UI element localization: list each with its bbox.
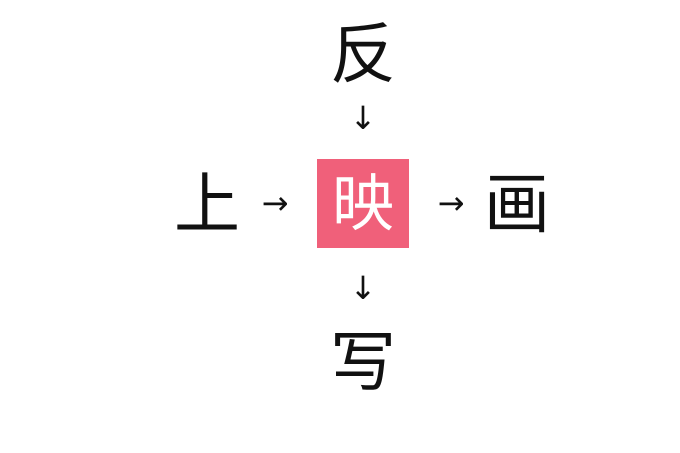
kanji-bottom: 写 [330, 324, 396, 401]
arrow-down-bottom: ↓ [349, 269, 377, 307]
arrow-right-right: → [437, 184, 465, 222]
kanji-left: 上 [174, 166, 240, 243]
kanji-right: 画 [484, 166, 550, 243]
arrow-right-left: → [261, 184, 289, 222]
kanji-top: 反 [330, 16, 396, 93]
arrow-down-top: ↓ [349, 99, 377, 137]
kanji-center-answer: 映 [317, 159, 409, 248]
